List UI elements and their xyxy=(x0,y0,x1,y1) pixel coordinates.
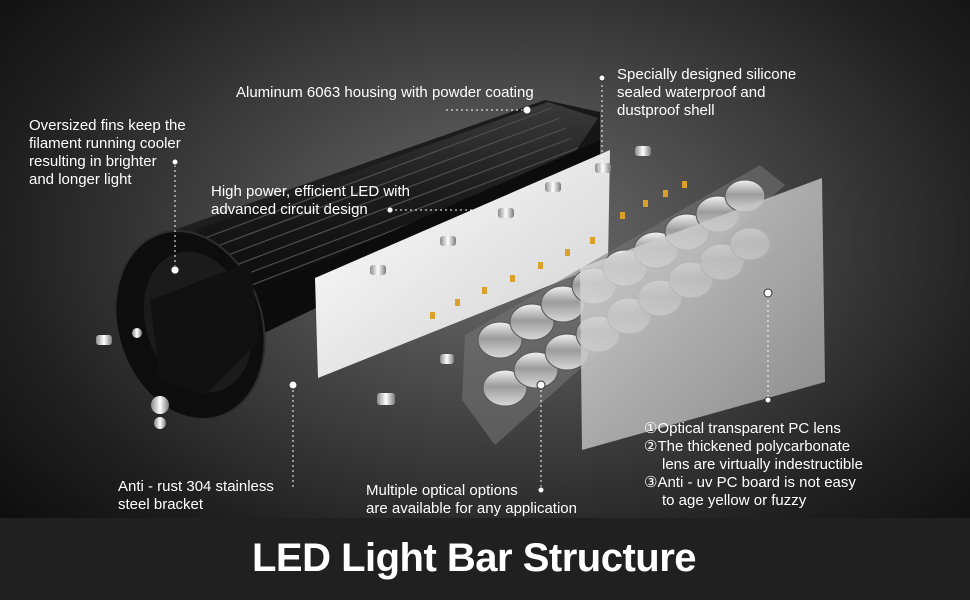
page-title: LED Light Bar Structure xyxy=(251,536,697,580)
callout-line: dustproof shell xyxy=(617,102,715,119)
callout-line: Multiple optical options xyxy=(366,482,518,499)
callout-fins: Oversized fins keep the filament running… xyxy=(29,117,186,189)
callout-line: to age yellow or fuzzy xyxy=(662,492,807,509)
callout-line: Anti - rust 304 stainless xyxy=(118,478,274,495)
callout-led-circuit: High power, efficient LED with advanced … xyxy=(211,183,410,219)
callout-line: lens are virtually indestructible xyxy=(662,456,863,473)
callout-optical-options: Multiple optical options are available f… xyxy=(366,482,577,518)
callout-pc-lens: ①Optical transparent PC lens ②The thicke… xyxy=(644,420,863,510)
callout-markers xyxy=(170,74,773,494)
pcb-board xyxy=(315,150,687,378)
callout-line: ②The thickened polycarbonate xyxy=(644,438,851,455)
callout-line: ①Optical transparent PC lens xyxy=(644,420,841,437)
screw-icons xyxy=(96,146,651,429)
end-cap xyxy=(114,230,266,420)
callout-line: Oversized fins keep the xyxy=(29,117,186,134)
callout-line: sealed waterproof and xyxy=(617,84,766,101)
callout-line: are available for any application xyxy=(366,500,577,517)
callout-line: resulting in brighter xyxy=(29,153,157,170)
callout-housing: Aluminum 6063 housing with powder coatin… xyxy=(236,84,534,101)
callout-line: steel bracket xyxy=(118,496,204,513)
callout-silicone-shell: Specially designed silicone sealed water… xyxy=(617,66,796,120)
callout-line: filament running cooler xyxy=(29,135,181,152)
callout-line: High power, efficient LED with xyxy=(211,183,410,200)
callout-line: and longer light xyxy=(29,171,132,188)
lens-panel xyxy=(580,178,825,450)
callout-line: ③Anti - uv PC board is not easy xyxy=(644,474,856,491)
callout-line: Specially designed silicone xyxy=(617,66,797,83)
footer-band xyxy=(0,518,970,600)
callout-leader-lines xyxy=(174,85,769,488)
callout-line: advanced circuit design xyxy=(211,201,368,218)
callout-bracket: Anti - rust 304 stainless steel bracket xyxy=(118,478,274,514)
